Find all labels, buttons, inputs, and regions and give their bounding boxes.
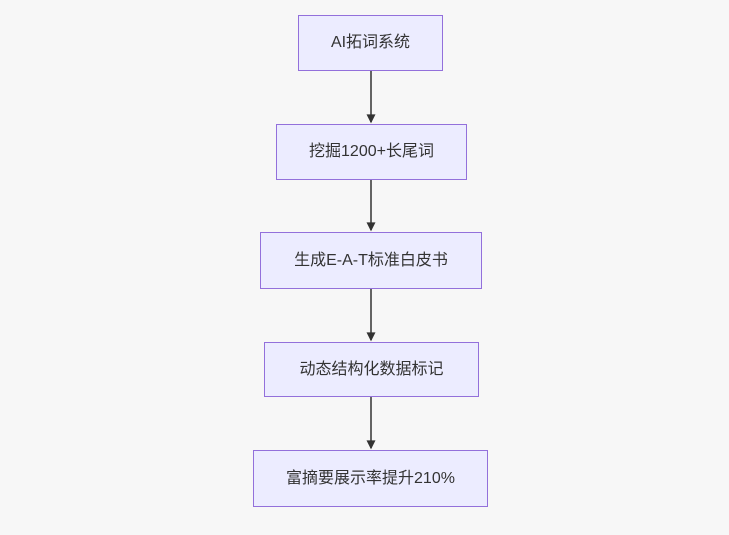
flow-node-label: 富摘要展示率提升210% [286, 469, 455, 487]
flow-node-rich-snippet-result: 富摘要展示率提升210% [253, 450, 488, 507]
flow-node-structured-data-markup: 动态结构化数据标记 [264, 342, 479, 397]
flow-node-label: 动态结构化数据标记 [299, 360, 444, 378]
flow-node-label: AI拓词系统 [330, 34, 411, 52]
flow-node-label: 生成E-A-T标准白皮书 [294, 251, 448, 269]
flow-node-ai-keyword-system: AI拓词系统 [298, 15, 443, 71]
flow-node-longtail-mining: 挖掘1200+长尾词 [276, 124, 467, 180]
flow-node-eat-whitepaper: 生成E-A-T标准白皮书 [260, 232, 482, 289]
flow-node-label: 挖掘1200+长尾词 [309, 143, 434, 161]
